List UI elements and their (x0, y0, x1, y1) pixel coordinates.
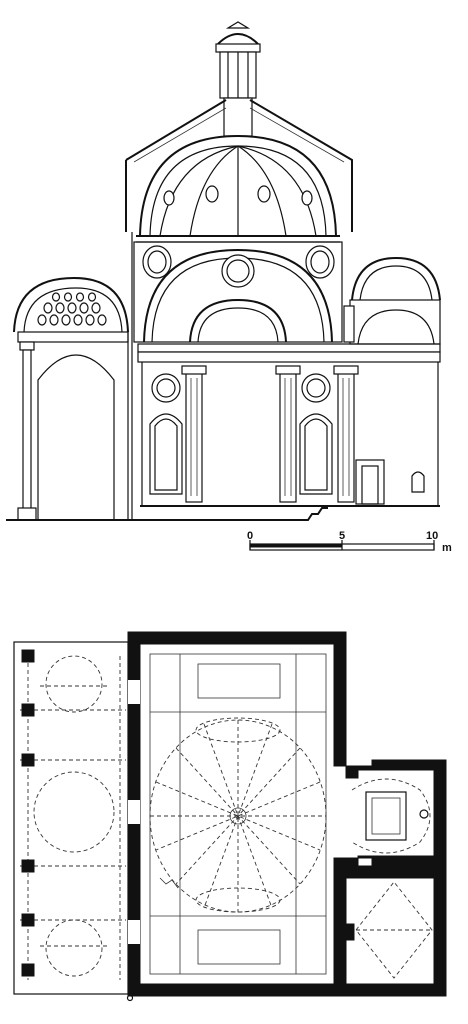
lantern (215, 21, 261, 137)
main-dome (136, 134, 340, 243)
section-drawing (6, 21, 441, 521)
roof-gable (125, 99, 353, 232)
plan-drawing (13, 631, 447, 1002)
entablature (137, 343, 441, 353)
plan-portico (13, 641, 129, 995)
portico-coffers (37, 292, 107, 326)
plan-columns (21, 649, 35, 977)
portico (13, 232, 133, 521)
scale-tick-5: 5 (339, 530, 345, 542)
pendentive-zone (133, 241, 343, 343)
side-chapel (343, 256, 441, 345)
scale-tick-0: 0 (247, 530, 253, 542)
plan-hall (149, 653, 327, 975)
plan-walls (127, 631, 347, 997)
scale-unit: m (442, 542, 452, 554)
ground-floor (140, 362, 440, 507)
plan-marker-dot (126, 994, 134, 1002)
plan-chapel (345, 759, 447, 867)
scale-bar: 0 5 10 m (247, 530, 452, 554)
ground-line (6, 505, 440, 521)
plan-annex (345, 865, 447, 997)
scale-tick-10: 10 (426, 530, 438, 542)
